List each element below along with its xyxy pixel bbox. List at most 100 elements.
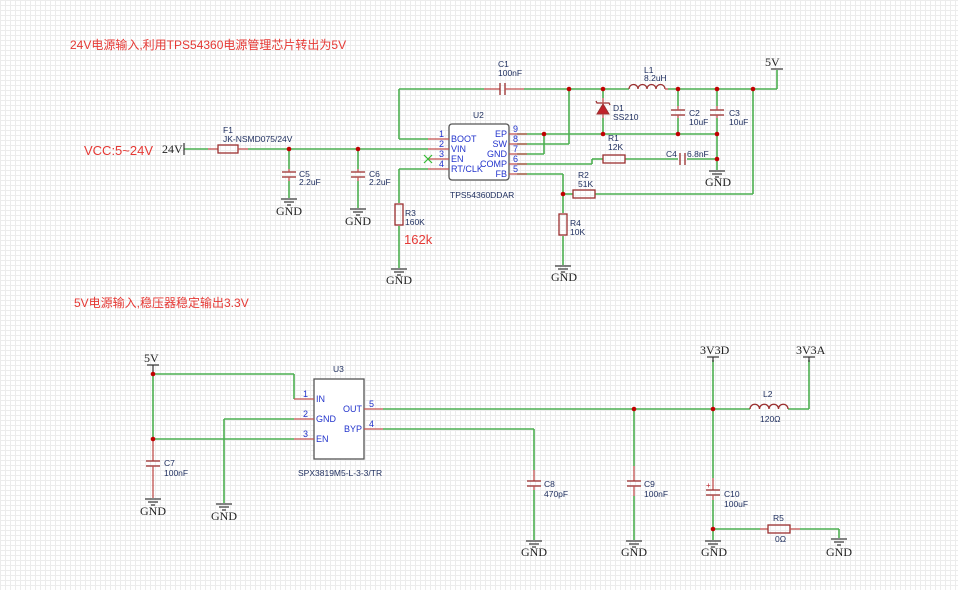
- capacitor-c6[interactable]: C6 2.2uF: [351, 169, 391, 187]
- svg-text:2.2uF: 2.2uF: [299, 177, 321, 187]
- svg-text:L2: L2: [763, 389, 773, 399]
- svg-text:10uF: 10uF: [689, 117, 708, 127]
- svg-text:12K: 12K: [608, 142, 623, 152]
- svg-text:D1: D1: [613, 103, 624, 113]
- svg-text:C7: C7: [164, 458, 175, 468]
- svg-text:FB: FB: [495, 169, 507, 179]
- svg-text:8.2uH: 8.2uH: [644, 73, 667, 83]
- svg-text:GND: GND: [521, 545, 547, 559]
- svg-text:R5: R5: [773, 513, 784, 523]
- svg-text:R1: R1: [608, 133, 619, 143]
- svg-text:F1: F1: [223, 125, 233, 135]
- svg-text:GND: GND: [276, 204, 302, 218]
- svg-text:GND: GND: [701, 545, 727, 559]
- svg-text:160K: 160K: [405, 217, 425, 227]
- svg-text:100nF: 100nF: [644, 489, 668, 499]
- svg-text:4: 4: [439, 159, 444, 169]
- svg-text:OUT: OUT: [343, 404, 363, 414]
- svg-text:TPS54360DDAR: TPS54360DDAR: [450, 190, 514, 200]
- capacitor-c9[interactable]: C9 100nF: [627, 466, 668, 499]
- gnd-symbol-r5: GND: [826, 538, 852, 559]
- gnd-symbol-c7: GND: [140, 498, 166, 518]
- svg-text:C8: C8: [544, 479, 555, 489]
- bottom-wires: [152, 360, 840, 540]
- svg-text:5V: 5V: [765, 55, 780, 69]
- svg-text:5: 5: [369, 399, 374, 409]
- svg-text:470pF: 470pF: [544, 489, 568, 499]
- svg-text:24V: 24V: [162, 142, 183, 156]
- svg-text:51K: 51K: [578, 179, 593, 189]
- svg-text:GND: GND: [487, 149, 508, 159]
- capacitor-c5[interactable]: C5 2.2uF: [282, 169, 321, 187]
- svg-text:JK-NSMD075/24V: JK-NSMD075/24V: [223, 134, 293, 144]
- no-connect-marker: [423, 154, 433, 164]
- capacitor-c10[interactable]: + C10 100uF: [706, 478, 748, 509]
- gnd-symbol-c10: GND: [701, 540, 727, 559]
- gnd-symbol-c4: GND: [705, 170, 731, 189]
- svg-text:C9: C9: [644, 479, 655, 489]
- svg-text:GND: GND: [705, 175, 731, 189]
- svg-text:SPX3819M5-L-3-3/TR: SPX3819M5-L-3-3/TR: [298, 468, 382, 478]
- top-section-title: 24V电源输入,利用TPS54360电源管理芯片转出为5V: [70, 37, 346, 52]
- net-port-5v-bottom[interactable]: 5V: [144, 351, 159, 374]
- svg-text:3: 3: [303, 429, 308, 439]
- resistor-r4[interactable]: R4 10K: [558, 213, 585, 237]
- diode-d1[interactable]: D1 SS210: [595, 98, 639, 122]
- capacitor-c7[interactable]: C7 100nF: [146, 439, 188, 498]
- svg-text:GND: GND: [826, 545, 852, 559]
- svg-text:EN: EN: [451, 154, 464, 164]
- svg-text:C10: C10: [724, 489, 740, 499]
- svg-text:GND: GND: [140, 504, 166, 518]
- capacitor-c3[interactable]: C3 10uF: [710, 106, 748, 127]
- fuse-f1[interactable]: F1 JK-NSMD075/24V: [208, 125, 293, 154]
- net-port-24v[interactable]: 24V: [162, 142, 185, 156]
- capacitor-c8[interactable]: C8 470pF: [527, 470, 568, 499]
- svg-text:U3: U3: [333, 364, 344, 374]
- gnd-symbol-c6: GND: [345, 208, 371, 228]
- ic-u3[interactable]: U3 1 2 3 IN GND EN 5 4 OUT BYP SPX3819M5…: [294, 364, 383, 478]
- net-port-5v-top[interactable]: 5V: [765, 55, 783, 70]
- svg-text:BYP: BYP: [344, 424, 362, 434]
- svg-text:6: 6: [513, 154, 518, 164]
- svg-text:5V: 5V: [144, 351, 159, 365]
- svg-text:C4: C4: [666, 149, 677, 159]
- gnd-symbol-c9: GND: [621, 540, 647, 559]
- svg-text:100nF: 100nF: [164, 468, 188, 478]
- svg-text:2: 2: [303, 409, 308, 419]
- resistor-r1[interactable]: R1 12K: [602, 133, 626, 164]
- capacitor-c1[interactable]: C1 100nF: [484, 59, 524, 95]
- ic-u2[interactable]: U2 1 2 3 4 BOOT VIN EN RT/CLK 9 8 7 6 5 …: [428, 110, 527, 200]
- capacitor-c2[interactable]: C2 10uF: [671, 106, 708, 127]
- svg-text:SS210: SS210: [613, 112, 639, 122]
- svg-text:10K: 10K: [570, 227, 585, 237]
- svg-text:R4: R4: [570, 218, 581, 228]
- svg-text:COMP: COMP: [480, 159, 507, 169]
- svg-text:0Ω: 0Ω: [775, 534, 786, 544]
- svg-text:7: 7: [513, 144, 518, 154]
- svg-text:R2: R2: [578, 170, 589, 180]
- vcc-range-note: VCC:5~24V: [84, 143, 153, 158]
- svg-text:U2: U2: [473, 110, 484, 120]
- resistor-r2[interactable]: R2 51K: [572, 170, 596, 199]
- resistor-r3[interactable]: R3 160K: [394, 203, 425, 227]
- svg-text:8: 8: [513, 134, 518, 144]
- svg-text:EN: EN: [316, 434, 329, 444]
- junction-dots-top: [286, 86, 756, 197]
- svg-text:2: 2: [439, 139, 444, 149]
- gnd-symbol-r4: GND: [551, 265, 577, 284]
- svg-text:GND: GND: [551, 270, 577, 284]
- net-port-3v3d[interactable]: 3V3D: [700, 343, 730, 362]
- svg-text:2.2uF: 2.2uF: [369, 177, 391, 187]
- svg-text:VIN: VIN: [451, 144, 466, 154]
- inductor-l2[interactable]: L2 120Ω: [749, 389, 789, 424]
- net-port-3v3a[interactable]: 3V3A: [796, 343, 826, 362]
- svg-text:IN: IN: [316, 394, 325, 404]
- resistor-r5[interactable]: R5 0Ω: [760, 513, 800, 544]
- svg-text:6.8nF: 6.8nF: [687, 149, 709, 159]
- junction-dots-bottom: [150, 371, 716, 532]
- capacitor-c4[interactable]: C4 6.8nF: [666, 149, 709, 165]
- inductor-l1[interactable]: L1 8.2uH: [628, 65, 668, 90]
- r3-annotation: 162k: [404, 232, 433, 247]
